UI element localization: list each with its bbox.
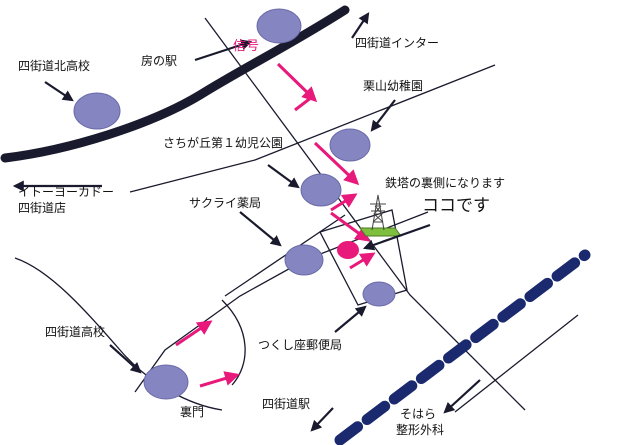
callout-arrows — [12, 12, 481, 432]
landmark-kita-high-school — [73, 92, 121, 130]
label-yotsukaido-high-school: 四街道高校 — [45, 325, 106, 339]
highway-road — [0, 5, 350, 163]
landmark-fusa-station — [256, 8, 302, 44]
label-sakurai-pharmacy: サクライ薬局 — [189, 196, 262, 210]
label-here: ココです — [422, 196, 490, 216]
landmark-post-office — [362, 281, 396, 307]
landmark-kuriyama-kindergarten — [329, 128, 371, 162]
label-kuriyama-kindergarten: 栗山幼稚園 — [363, 79, 424, 93]
label-itoyokado-branch: 四街道店 — [18, 201, 67, 215]
route-arrows — [175, 62, 376, 388]
landmark-sachigaoka-park — [300, 173, 342, 207]
label-sohara-line1: そはら — [400, 407, 437, 421]
label-back-gate: 裏門 — [180, 405, 205, 419]
railway-line — [334, 249, 591, 445]
label-ic: 四街道インター — [355, 36, 440, 50]
label-sachigaoka-park: さちが丘第１幼児公園 — [163, 136, 284, 150]
label-signal: 信号 — [233, 39, 260, 54]
label-fusa-station: 房の駅 — [141, 54, 178, 68]
label-tower-back: 鉄塔の裏側になります — [385, 176, 506, 190]
label-itoyokado: イトーヨーカドー — [18, 185, 115, 199]
label-sohara-line2: 整形外科 — [396, 423, 445, 437]
destination-marker — [337, 241, 359, 259]
label-post-office: つくし座郵便局 — [258, 338, 343, 352]
pylon-icon — [359, 194, 402, 237]
label-yotsukaido-station: 四街道駅 — [262, 397, 311, 411]
landmark-yotsukaido-high-school — [143, 364, 189, 400]
road-network — [14, 17, 579, 413]
label-kita-high-school: 四街道北高校 — [18, 59, 91, 73]
landmark-sakurai-pharmacy — [284, 244, 324, 276]
